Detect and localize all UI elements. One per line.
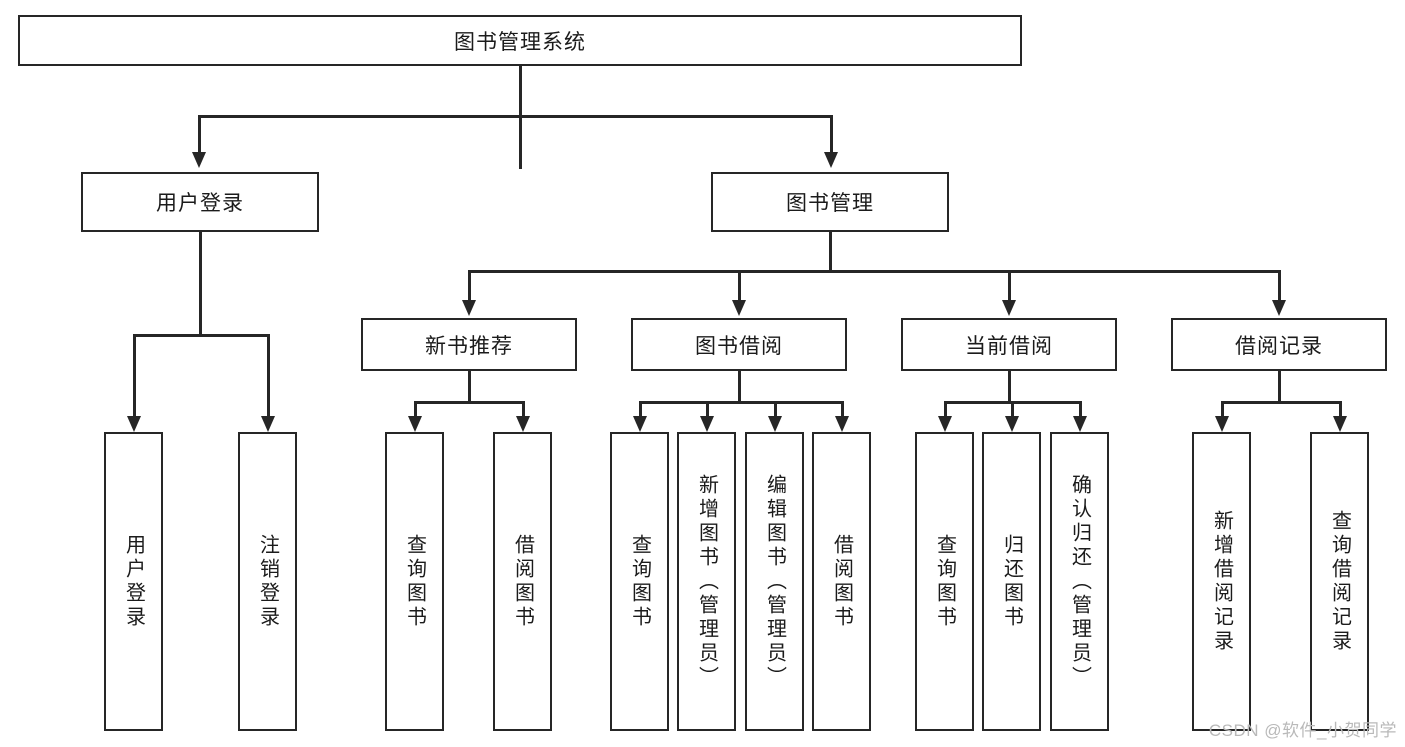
connector-bm-drop-3: [1008, 270, 1011, 302]
connector-bm-drop-1: [468, 270, 471, 302]
node-borrow-record-label: 借阅记录: [1235, 334, 1323, 358]
node-current-borrow-label: 当前借阅: [965, 334, 1053, 358]
node-leaf-query-book-1[interactable]: 查询图书: [385, 432, 444, 731]
node-borrow-record[interactable]: 借阅记录: [1171, 318, 1387, 371]
connector-cb-drop-3: [1079, 401, 1082, 419]
connector-root-bus: [198, 115, 832, 118]
connector-user-login-drop-1: [133, 334, 136, 418]
node-leaf-user-login-label: 用户登录: [122, 533, 145, 630]
arrow-to-leaf-query-book-1: [408, 416, 422, 432]
connector-br-stem: [1278, 371, 1281, 403]
connector-nbr-stem: [468, 371, 471, 403]
connector-bb-drop-4: [841, 401, 844, 419]
arrow-to-leaf-user-login: [127, 416, 141, 432]
arrow-to-book-manage: [824, 152, 838, 168]
connector-br-bus: [1221, 401, 1339, 404]
connector-root-stem: [519, 66, 522, 169]
node-leaf-query-record[interactable]: 查询借阅记录: [1310, 432, 1369, 731]
arrow-to-leaf-return-book: [1005, 416, 1019, 432]
node-leaf-add-book[interactable]: 新增图书（管理员）: [677, 432, 736, 731]
node-leaf-query-book-2-label: 查询图书: [628, 533, 651, 630]
connector-bm-drop-2: [738, 270, 741, 302]
connector-user-login-stem: [199, 232, 202, 336]
connector-nbr-bus: [414, 401, 522, 404]
connector-bb-drop-1: [639, 401, 642, 419]
connector-cb-drop-1: [944, 401, 947, 419]
node-book-manage[interactable]: 图书管理: [711, 172, 949, 232]
connector-cb-stem: [1008, 371, 1011, 403]
arrow-to-leaf-add-book: [700, 416, 714, 432]
connector-nbr-drop-1: [414, 401, 417, 419]
node-leaf-edit-book[interactable]: 编辑图书（管理员）: [745, 432, 804, 731]
connector-book-manage-bus: [468, 270, 1280, 273]
connector-bb-drop-2: [706, 401, 709, 419]
arrow-to-leaf-query-book-2: [633, 416, 647, 432]
arrow-to-current-borrow: [1002, 300, 1016, 316]
connector-bm-drop-4: [1278, 270, 1281, 302]
connector-user-login-bus: [133, 334, 267, 337]
node-leaf-confirm-return-label: 确认归还（管理员）: [1068, 473, 1091, 690]
connector-br-drop-1: [1221, 401, 1224, 419]
node-leaf-query-book-3-label: 查询图书: [933, 533, 956, 630]
connector-bb-bus: [639, 401, 841, 404]
arrow-to-leaf-logout: [261, 416, 275, 432]
node-leaf-borrow-book-2[interactable]: 借阅图书: [812, 432, 871, 731]
node-leaf-query-book-3[interactable]: 查询图书: [915, 432, 974, 731]
node-new-book-rec-label: 新书推荐: [425, 334, 513, 358]
node-root-label: 图书管理系统: [454, 30, 586, 54]
node-leaf-logout-label: 注销登录: [256, 533, 279, 630]
arrow-to-book-borrow: [732, 300, 746, 316]
node-leaf-query-record-label: 查询借阅记录: [1328, 509, 1351, 654]
node-current-borrow[interactable]: 当前借阅: [901, 318, 1117, 371]
arrow-to-user-login: [192, 152, 206, 168]
node-leaf-logout[interactable]: 注销登录: [238, 432, 297, 731]
arrow-to-leaf-add-record: [1215, 416, 1229, 432]
connector-bb-drop-3: [774, 401, 777, 419]
node-book-manage-label: 图书管理: [786, 192, 874, 215]
node-leaf-add-record-label: 新增借阅记录: [1210, 509, 1233, 654]
connector-bb-stem: [738, 371, 741, 403]
node-leaf-confirm-return[interactable]: 确认归还（管理员）: [1050, 432, 1109, 731]
node-leaf-borrow-book-2-label: 借阅图书: [830, 533, 853, 630]
node-leaf-return-book-label: 归还图书: [1000, 533, 1023, 630]
node-leaf-borrow-book-1-label: 借阅图书: [511, 533, 534, 630]
connector-root-to-user-login: [198, 115, 201, 155]
node-user-login-label: 用户登录: [156, 192, 244, 215]
node-book-borrow[interactable]: 图书借阅: [631, 318, 847, 371]
node-leaf-query-book-2[interactable]: 查询图书: [610, 432, 669, 731]
node-leaf-add-book-label: 新增图书（管理员）: [695, 473, 718, 690]
node-leaf-return-book[interactable]: 归还图书: [982, 432, 1041, 731]
node-leaf-edit-book-label: 编辑图书（管理员）: [763, 473, 786, 690]
node-leaf-query-book-1-label: 查询图书: [403, 533, 426, 630]
connector-user-login-drop-2: [267, 334, 270, 418]
connector-br-drop-2: [1339, 401, 1342, 419]
node-leaf-add-record[interactable]: 新增借阅记录: [1192, 432, 1251, 731]
arrow-to-leaf-confirm-return: [1073, 416, 1087, 432]
node-leaf-borrow-book-1[interactable]: 借阅图书: [493, 432, 552, 731]
connector-nbr-drop-2: [522, 401, 525, 419]
node-new-book-rec[interactable]: 新书推荐: [361, 318, 577, 371]
arrow-to-leaf-query-record: [1333, 416, 1347, 432]
node-user-login[interactable]: 用户登录: [81, 172, 319, 232]
arrow-to-leaf-borrow-book-2: [835, 416, 849, 432]
arrow-to-leaf-query-book-3: [938, 416, 952, 432]
node-root[interactable]: 图书管理系统: [18, 15, 1022, 66]
arrow-to-leaf-borrow-book-1: [516, 416, 530, 432]
connector-book-manage-stem: [829, 232, 832, 272]
arrow-to-new-book-rec: [462, 300, 476, 316]
arrow-to-leaf-edit-book: [768, 416, 782, 432]
arrow-to-borrow-record: [1272, 300, 1286, 316]
node-leaf-user-login[interactable]: 用户登录: [104, 432, 163, 731]
connector-cb-drop-2: [1011, 401, 1014, 419]
node-book-borrow-label: 图书借阅: [695, 334, 783, 358]
connector-root-to-book-manage: [830, 115, 833, 155]
